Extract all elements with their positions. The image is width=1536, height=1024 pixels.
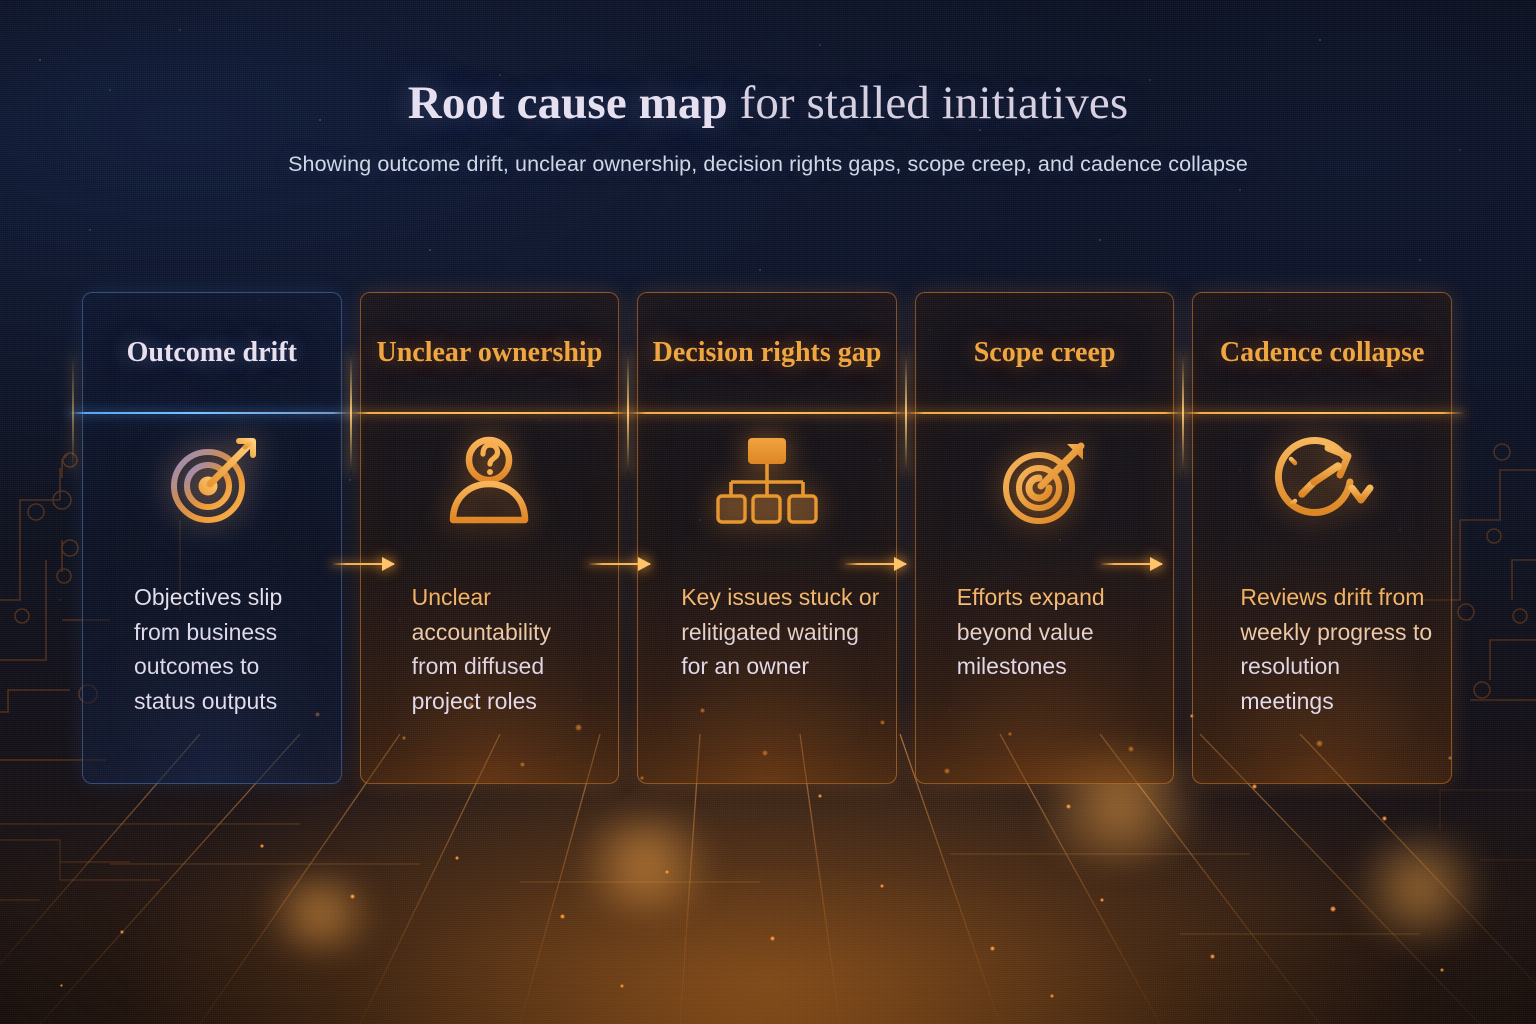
header: Root cause map for stalled initiatives S… [0,0,1536,177]
divider-flare-left [627,352,630,474]
org-chart-icon [637,426,897,538]
card-surface [82,292,342,784]
card-divider [900,412,1189,414]
card-surface [1192,292,1452,784]
arrow-1-to-2 [330,563,394,565]
root-cause-card-row: Outcome drift [68,292,1466,784]
ember-particles [0,684,1536,1024]
card-title: Outcome drift [126,336,297,368]
clock-decline-icon [1192,426,1452,538]
card-outcome-drift[interactable]: Outcome drift [68,292,356,784]
page-title: Root cause map for stalled initiatives [0,77,1536,130]
card-divider [68,412,356,414]
card-surface [637,292,897,784]
card-title: Cadence collapse [1219,336,1425,368]
arrow-2-to-3 [586,563,650,565]
target-arrow-icon [82,426,342,538]
card-divider [345,412,634,414]
person-question-icon [360,426,620,538]
card-title: Decision rights gap [652,336,882,368]
card-header: Unclear ownership [360,292,620,413]
arrow-3-to-4 [842,563,906,565]
card-header: Decision rights gap [637,292,897,413]
divider-flare-left [349,352,352,474]
card-title: Scope creep [973,336,1116,368]
card-surface [914,292,1175,784]
card-header: Scope creep [915,292,1175,413]
card-body-text: Unclear accountability from diffused pro… [412,580,598,718]
card-body-text: Efforts expand beyond value milestones [957,580,1161,684]
card-cadence-collapse[interactable]: Cadence collapse [1178,292,1466,784]
card-divider [623,412,911,414]
divider-flare-left [72,352,74,474]
card-body-text: Reviews drift from weekly progress to re… [1240,580,1438,718]
divider-flare-left [904,352,907,474]
target-dart-icon [915,426,1175,538]
card-divider [1178,412,1466,414]
card-title: Unclear ownership [376,336,603,368]
divider-flare-left [1182,352,1185,474]
card-surface [359,292,620,784]
card-header: Cadence collapse [1192,292,1452,413]
card-body-text: Key issues stuck or relitigated waiting … [681,580,885,684]
card-unclear-ownership[interactable]: Unclear ownership [345,292,634,784]
card-scope-creep[interactable]: Scope creep [900,292,1189,784]
card-body-text: Objectives slip from business outcomes t… [134,580,320,718]
card-decision-rights-gap[interactable]: Decision rights gap [623,292,911,784]
page-title-strong: Root cause map [407,77,728,129]
page-subtitle: Showing outcome drift, unclear ownership… [288,151,1248,176]
card-header: Outcome drift [82,292,342,413]
arrow-4-to-5 [1098,563,1162,565]
page-title-light: for stalled initiatives [727,77,1129,129]
